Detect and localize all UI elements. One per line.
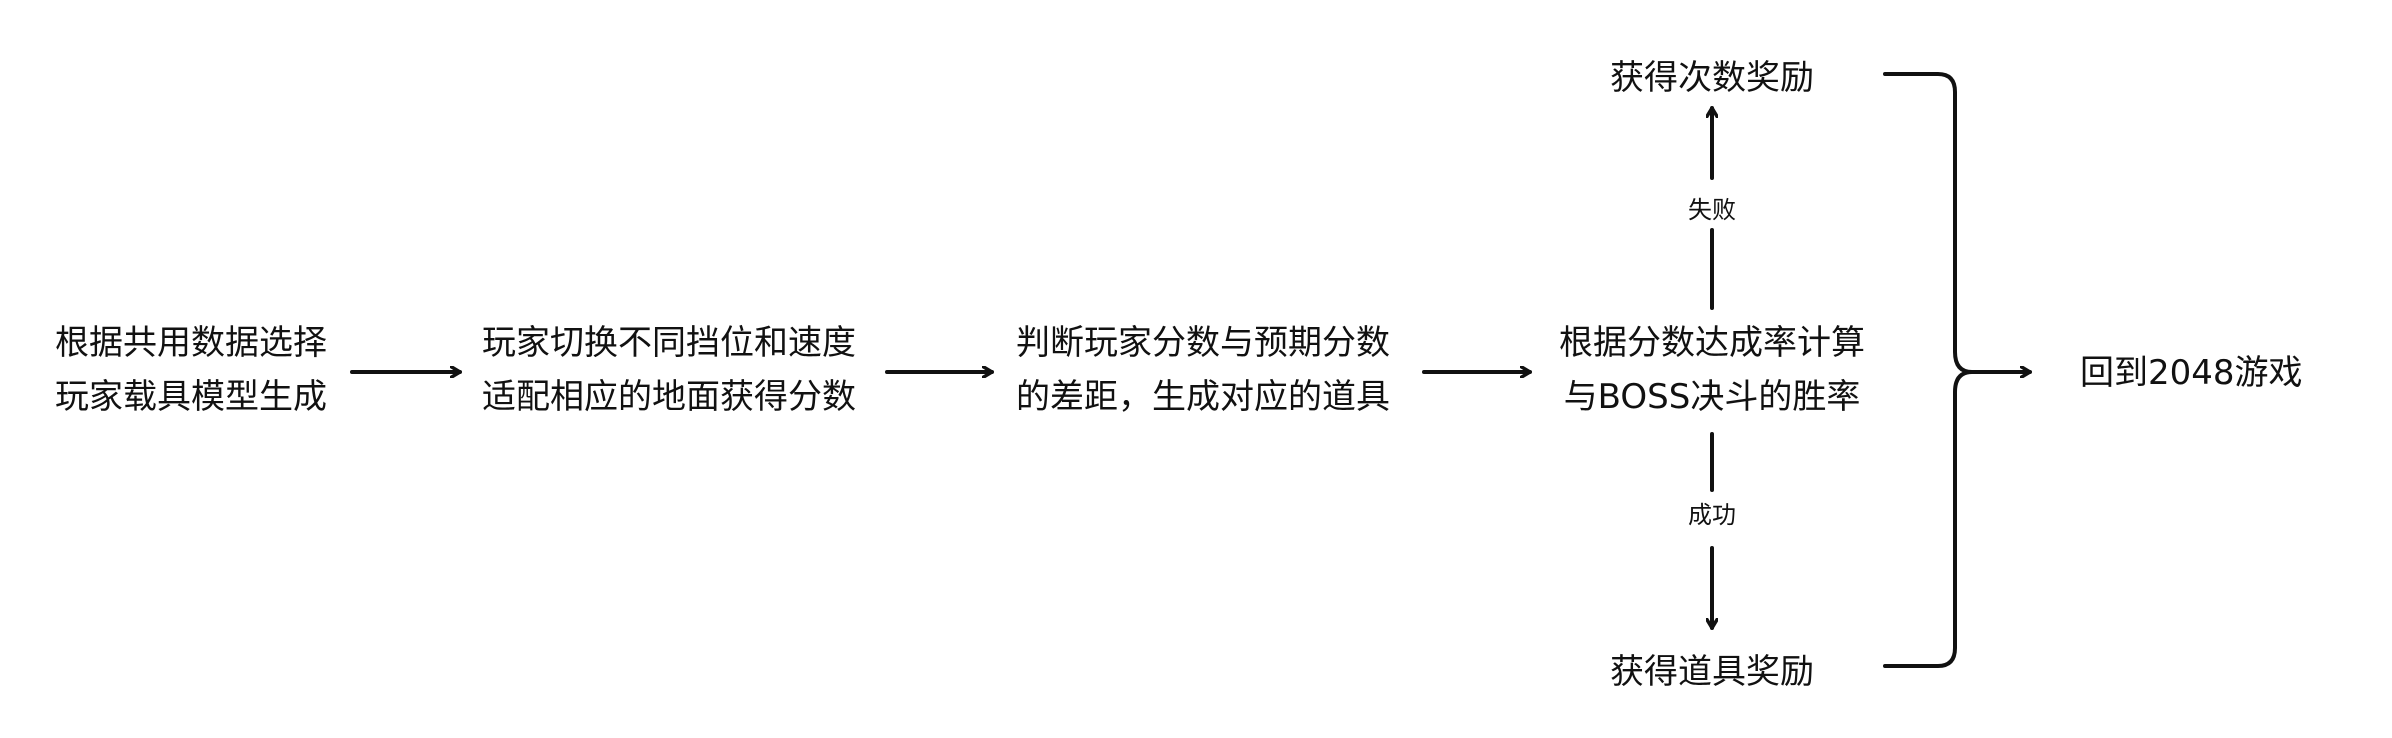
- right-brace: [1883, 72, 1974, 668]
- node-boss-rate-line1: 根据分数达成率计算: [1559, 323, 1865, 363]
- node-boss-rate: 根据分数达成率计算 与BOSS决斗的胜率: [1559, 323, 1865, 417]
- node-switch-gear: 玩家切换不同挡位和速度 适配相应的地面获得分数: [482, 323, 856, 417]
- node-judge-score-line2: 的差距，生成对应的道具: [1016, 377, 1390, 417]
- node-switch-gear-line2: 适配相应的地面获得分数: [482, 377, 856, 417]
- node-select-vehicle-line2: 玩家载具模型生成: [55, 377, 327, 417]
- node-reward-item: 获得道具奖励: [1610, 652, 1814, 692]
- edge-label-fail: 失败: [1688, 196, 1736, 224]
- node-select-vehicle-line1: 根据共用数据选择: [55, 323, 327, 363]
- node-select-vehicle: 根据共用数据选择 玩家载具模型生成: [55, 323, 327, 417]
- node-boss-rate-line2: 与BOSS决斗的胜率: [1564, 377, 1861, 417]
- node-switch-gear-line1: 玩家切换不同挡位和速度: [482, 323, 856, 363]
- edge-label-success: 成功: [1688, 501, 1736, 529]
- node-back-2048: 回到2048游戏: [2080, 353, 2303, 393]
- node-judge-score-line1: 判断玩家分数与预期分数: [1016, 323, 1390, 363]
- node-judge-score: 判断玩家分数与预期分数 的差距，生成对应的道具: [1016, 323, 1390, 417]
- node-reward-count: 获得次数奖励: [1610, 58, 1814, 98]
